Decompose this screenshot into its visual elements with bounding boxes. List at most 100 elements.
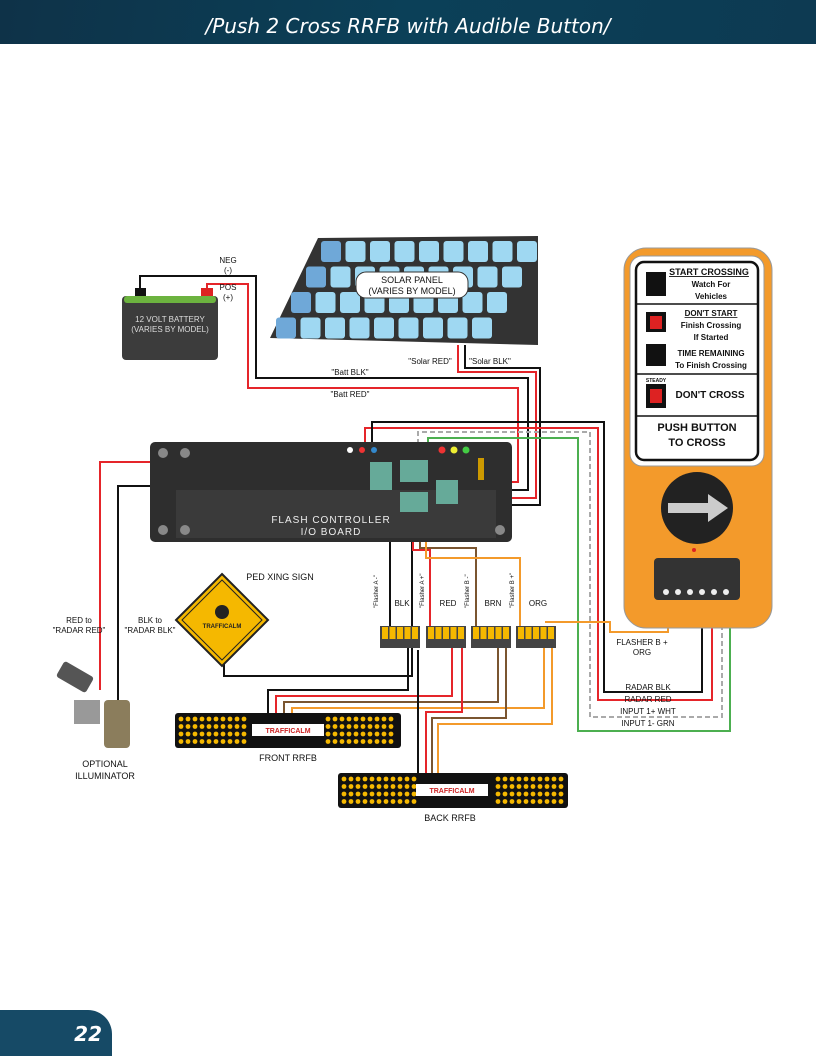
led: [502, 799, 508, 804]
led: [509, 776, 515, 782]
led: [411, 791, 417, 797]
back-rrfb: TRAFFICALM BACK RRFB: [338, 773, 568, 823]
led: [325, 731, 331, 737]
terminal: [663, 589, 669, 595]
sign-start-crossing: START CROSSING: [669, 267, 749, 277]
led: [537, 784, 543, 789]
led: [376, 784, 382, 789]
solar-panel: SOLAR PANEL (VARIES BY MODEL) "Solar RED…: [270, 236, 538, 399]
led: [348, 791, 354, 797]
led: [206, 724, 212, 729]
solar-cell: [325, 317, 345, 339]
solar-model: (VARIES BY MODEL): [368, 286, 455, 296]
led: [523, 799, 529, 804]
solar-cell: [472, 317, 492, 339]
led: [362, 799, 368, 804]
flasher-color-label: BRN: [485, 599, 502, 608]
led: [369, 799, 375, 804]
led: [369, 776, 375, 782]
led: [390, 784, 396, 789]
led: [411, 776, 417, 782]
front-brn-wire: [283, 648, 499, 713]
led: [502, 784, 508, 789]
led: [339, 739, 345, 744]
led: [390, 776, 396, 782]
led: [523, 791, 529, 797]
led: [220, 724, 226, 729]
led: [192, 724, 198, 729]
led: [360, 724, 366, 729]
led: [530, 799, 536, 804]
led: [234, 739, 240, 744]
controller-sublabel: I/O BOARD: [301, 527, 362, 538]
input1-grn-wire: [427, 437, 731, 732]
led: [346, 716, 352, 722]
led: [199, 724, 205, 729]
led: [227, 731, 233, 737]
led: [234, 731, 240, 737]
solar-cell: [468, 241, 488, 262]
flasher-connectors: BLK"Flasher A -"RED"Flasher A +"BRN"Flas…: [374, 573, 556, 648]
led: [241, 731, 247, 737]
led: [551, 776, 557, 782]
led: [339, 731, 345, 737]
back-red-wire: [425, 648, 463, 773]
led: [388, 724, 394, 729]
led: [206, 716, 212, 722]
controller-label: FLASH CONTROLLER: [271, 515, 390, 526]
flasher-name-label: "Flasher A -": [374, 575, 380, 608]
sign-if-started: If Started: [694, 333, 729, 342]
ped-sign-wire: [223, 510, 413, 677]
led: [241, 724, 247, 729]
solar-cell: [394, 241, 415, 262]
led: [199, 731, 205, 737]
led: [404, 791, 410, 797]
led: [353, 716, 359, 722]
battery-wires: [99, 275, 731, 773]
led: [199, 739, 205, 744]
led: [341, 791, 347, 797]
sign-push-button: PUSH BUTTON: [657, 422, 736, 434]
led: [411, 799, 417, 804]
terminal: [723, 589, 729, 595]
led: [178, 739, 184, 744]
led: [227, 724, 233, 729]
push-button-unit: START CROSSING Watch For Vehicles DON'T …: [616, 247, 773, 728]
led: [383, 799, 389, 804]
illum-red-label-2: "RADAR RED": [53, 626, 106, 635]
illum-blk-label-2: "RADAR BLK": [124, 626, 175, 635]
solar-cell: [370, 241, 390, 262]
led: [367, 716, 373, 722]
arrow-icon: [668, 494, 728, 522]
led: [551, 784, 557, 789]
solar-cell: [374, 317, 394, 339]
led: [388, 716, 394, 722]
sign-to-finish: To Finish Crossing: [675, 361, 747, 370]
led: [411, 784, 417, 789]
solar-cell: [492, 241, 513, 262]
page-number-tab: 22: [0, 1010, 112, 1056]
illuminator-label-2: ILLUMINATOR: [75, 771, 135, 781]
led: [192, 716, 198, 722]
solar-cell: [345, 241, 366, 262]
solar-cell: [321, 241, 341, 262]
led: [339, 724, 345, 729]
flasher-b-org-label: ORG: [633, 648, 651, 657]
flasher-color-label: BLK: [394, 599, 410, 608]
radar-red-label: RADAR RED: [624, 695, 671, 704]
led: [355, 799, 361, 804]
solar-cell: [330, 266, 351, 288]
led: [213, 739, 219, 744]
neg-label: NEG: [219, 256, 236, 265]
led: [362, 776, 368, 782]
led: [367, 724, 373, 729]
led: [381, 716, 387, 722]
led: [353, 731, 359, 737]
battery-model: (VARIES BY MODEL): [131, 325, 209, 334]
sign-dont-cross: DON'T CROSS: [675, 390, 744, 401]
pos-label: POS: [220, 283, 237, 292]
solar-cell: [300, 317, 321, 339]
flasher-connector: RED"Flasher A +": [420, 574, 466, 648]
led: [241, 716, 247, 722]
